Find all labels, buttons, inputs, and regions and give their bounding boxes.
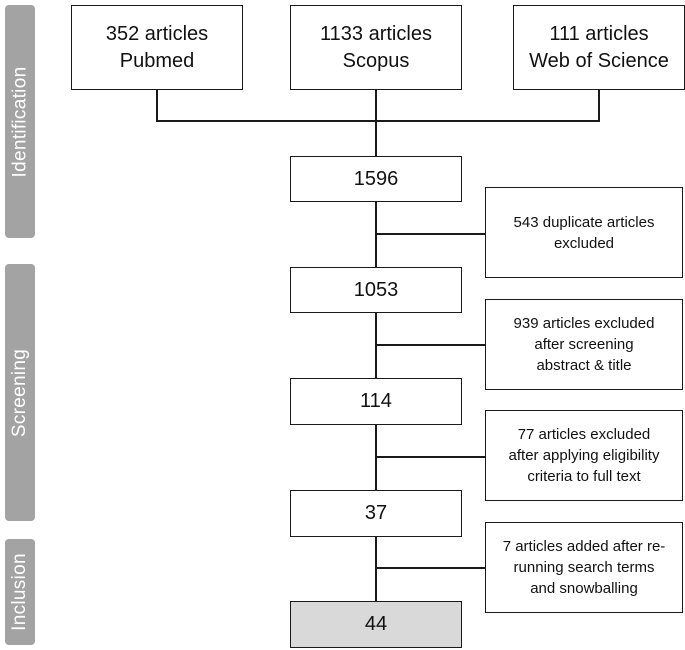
note-duplicates-excluded: 543 duplicate articles excluded bbox=[485, 187, 683, 278]
phase-screening-label: Screening bbox=[9, 348, 31, 437]
spine-5 bbox=[375, 536, 377, 601]
count-box-1596: 1596 bbox=[290, 156, 462, 202]
note-line: excluded bbox=[553, 234, 615, 252]
connector-pubmed bbox=[156, 90, 158, 121]
source-count: 352 articles bbox=[105, 22, 209, 45]
connector-web-of-science bbox=[598, 90, 600, 121]
source-box-scopus: 1133 articles Scopus bbox=[290, 5, 462, 90]
source-database: Scopus bbox=[342, 49, 410, 72]
source-count: 111 articles bbox=[549, 22, 649, 45]
count-value: 37 bbox=[364, 502, 388, 524]
note-screening-excluded: 939 articles excluded after screening ab… bbox=[485, 299, 683, 390]
source-database: Web of Science bbox=[529, 49, 669, 72]
branch-3 bbox=[375, 456, 485, 458]
note-articles-added: 7 articles added after re- running searc… bbox=[485, 522, 683, 613]
count-box-37: 37 bbox=[290, 490, 462, 537]
phase-identification-label: Identification bbox=[9, 66, 31, 177]
note-line: abstract & title bbox=[536, 357, 632, 374]
count-box-1053: 1053 bbox=[290, 267, 462, 313]
note-line: 543 duplicate articles bbox=[513, 213, 655, 231]
count-value: 44 bbox=[364, 613, 388, 635]
branch-1 bbox=[375, 233, 485, 235]
phase-inclusion: Inclusion bbox=[5, 539, 35, 645]
phase-inclusion-label: Inclusion bbox=[9, 553, 31, 631]
note-line: after applying eligibility bbox=[508, 447, 660, 464]
connector-scopus bbox=[375, 90, 377, 121]
merge-line bbox=[156, 120, 600, 122]
source-count: 1133 articles bbox=[320, 22, 432, 45]
count-box-114: 114 bbox=[290, 378, 462, 425]
phase-screening: Screening bbox=[5, 264, 35, 521]
note-line: 939 articles excluded bbox=[513, 315, 655, 332]
count-value: 1053 bbox=[353, 278, 399, 301]
count-value: 114 bbox=[360, 390, 392, 412]
note-line: 7 articles added after re- bbox=[502, 538, 666, 555]
branch-4 bbox=[375, 567, 485, 569]
source-box-pubmed: 352 articles Pubmed bbox=[71, 5, 243, 90]
note-line: after screening bbox=[534, 336, 634, 353]
note-line: and snowballing bbox=[530, 580, 638, 597]
spine-1 bbox=[375, 121, 377, 156]
source-database: Pubmed bbox=[119, 49, 195, 72]
note-line: running search terms bbox=[513, 559, 655, 576]
note-line: criteria to full text bbox=[527, 468, 641, 485]
count-box-44: 44 bbox=[290, 601, 462, 648]
note-line: 77 articles excluded bbox=[517, 426, 651, 443]
branch-2 bbox=[375, 344, 485, 346]
note-eligibility-excluded: 77 articles excluded after applying elig… bbox=[485, 410, 683, 501]
source-box-web-of-science: 111 articles Web of Science bbox=[513, 5, 685, 90]
count-value: 1596 bbox=[353, 167, 399, 190]
phase-identification: Identification bbox=[5, 5, 35, 238]
